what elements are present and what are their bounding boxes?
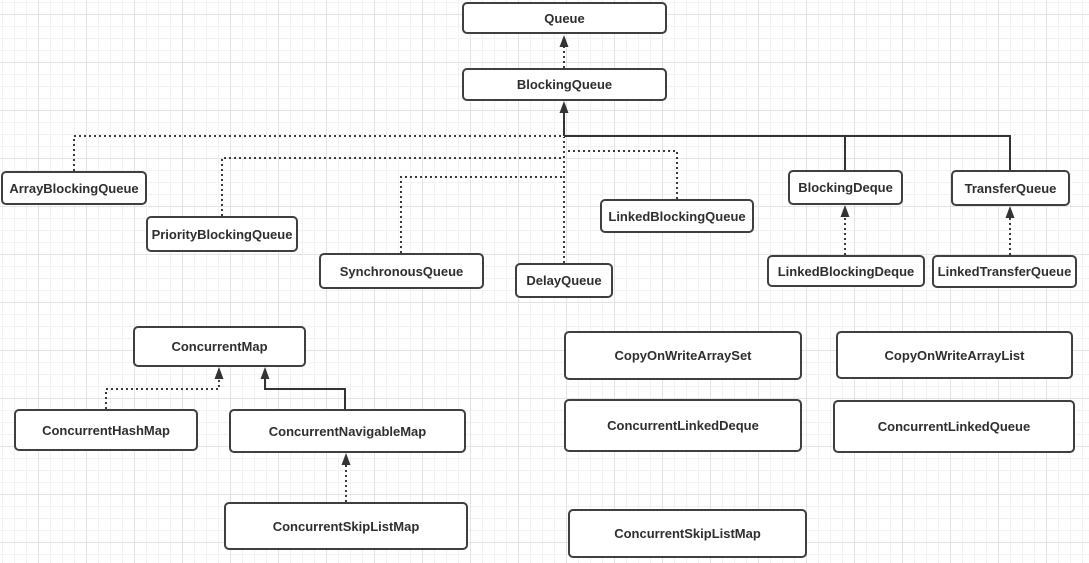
- node-concurrent-skip-list-map[interactable]: ConcurrentSkipListMap: [224, 502, 468, 550]
- edge-linkedblockingdeque-to-blockingdeque: [840, 205, 850, 255]
- node-blocking-deque[interactable]: BlockingDeque: [788, 170, 903, 205]
- node-concurrent-hash-map[interactable]: ConcurrentHashMap: [14, 409, 198, 451]
- edge-linkedblockingqueue: [566, 150, 678, 199]
- node-synchronous-queue[interactable]: SynchronousQueue: [319, 253, 484, 289]
- node-priority-blocking-queue[interactable]: PriorityBlockingQueue: [146, 216, 298, 252]
- edge-linkedtransferqueue-to-transferqueue: [1005, 206, 1015, 255]
- node-concurrent-linked-deque[interactable]: ConcurrentLinkedDeque: [564, 399, 802, 452]
- node-concurrent-navigable-map[interactable]: ConcurrentNavigableMap: [229, 409, 466, 453]
- edge-children-to-blockingqueue: [559, 101, 569, 136]
- edge-arrayblockingqueue: [73, 135, 562, 171]
- edge-priorityblockingqueue: [221, 157, 562, 216]
- edge-concurrentnavigablemap-to-concurrentmap: [260, 367, 346, 409]
- node-linked-blocking-queue[interactable]: LinkedBlockingQueue: [600, 199, 754, 233]
- node-array-blocking-queue[interactable]: ArrayBlockingQueue: [1, 171, 147, 205]
- edge-blockingqueue-to-queue: [559, 35, 569, 68]
- edge-synchronousqueue: [400, 176, 562, 253]
- node-linked-transfer-queue[interactable]: LinkedTransferQueue: [932, 255, 1077, 288]
- node-copy-on-write-array-set[interactable]: CopyOnWriteArraySet: [564, 331, 802, 380]
- node-delay-queue[interactable]: DelayQueue: [515, 263, 613, 298]
- node-copy-on-write-array-list[interactable]: CopyOnWriteArrayList: [836, 331, 1073, 379]
- node-concurrent-skip-list-map[interactable]: ConcurrentSkipListMap: [568, 509, 807, 558]
- edge-blockingdeque-transferqueue-branch: [564, 135, 1011, 170]
- node-concurrent-map[interactable]: ConcurrentMap: [133, 326, 306, 367]
- node-transfer-queue[interactable]: TransferQueue: [951, 170, 1070, 206]
- node-blocking-queue[interactable]: BlockingQueue: [462, 68, 667, 101]
- node-queue[interactable]: Queue: [462, 2, 667, 34]
- edge-concurrentskiplistmap-to-concurrentnavigablemap: [341, 453, 351, 502]
- node-linked-blocking-deque[interactable]: LinkedBlockingDeque: [767, 255, 925, 287]
- edge-concurrenthashmap-to-concurrentmap: [105, 367, 224, 409]
- node-concurrent-linked-queue[interactable]: ConcurrentLinkedQueue: [833, 400, 1075, 453]
